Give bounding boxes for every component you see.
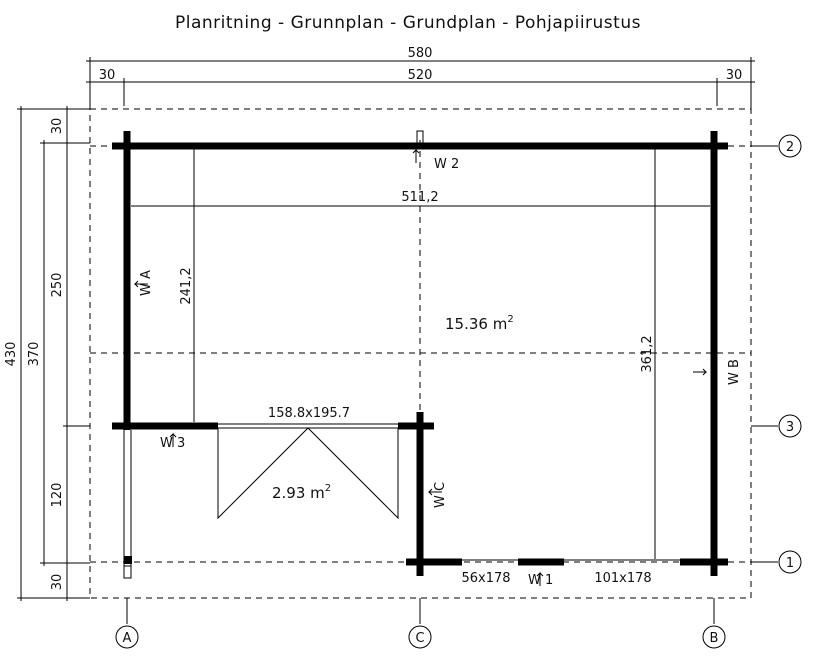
dimension-lines [17, 57, 755, 601]
dim-left-inner: 370 [27, 342, 42, 367]
grid-bubble-a: A [115, 625, 139, 649]
dim-top-total: 580 [408, 46, 433, 61]
label-double-door: 158.8x195.7 [268, 406, 350, 421]
wall-label-wb: W B [727, 359, 742, 385]
dim-left-upper: 250 [50, 273, 65, 298]
area-small-room-unit: 2 [325, 483, 331, 494]
area-main-room-value: 15.36 m [445, 315, 507, 333]
grid-label-3: 3 [786, 420, 794, 435]
dim-top-left: 30 [99, 68, 116, 83]
dim-room-depth-left: 241,2 [179, 267, 194, 304]
inner-lines [123, 130, 710, 579]
wall-label-wa: W A [139, 270, 154, 296]
grid-label-a: A [123, 631, 132, 646]
walls [112, 131, 728, 576]
grid-bubble-1: 1 [778, 550, 802, 574]
grid-label-2: 2 [786, 140, 794, 155]
wall-label-w2: W 2 [434, 157, 459, 172]
grid-bubble-b: B [702, 625, 726, 649]
area-small-room-value: 2.93 m [272, 484, 325, 502]
area-small-room: 2.93 m2 [272, 483, 331, 502]
dim-left-lower: 120 [50, 483, 65, 508]
post-marker [124, 556, 132, 564]
grid-bubble-3: 3 [778, 414, 802, 438]
wall-label-wc: W C [433, 482, 448, 508]
area-main-room: 15.36 m2 [445, 314, 514, 333]
grid-bubble-2: 2 [778, 134, 802, 158]
grid-bubble-c: C [408, 625, 432, 649]
plan-title: Planritning - Grunnplan - Grundplan - Po… [175, 13, 641, 33]
dim-left-bottom: 30 [50, 574, 65, 591]
wall-label-w1: W 1 [528, 573, 553, 588]
dim-top-middle: 520 [408, 68, 433, 83]
area-main-room-unit: 2 [507, 314, 513, 325]
wall-label-w3: W 3 [160, 436, 185, 451]
label-window-left: 56x178 [461, 571, 510, 586]
dim-room-width: 511,2 [401, 190, 438, 205]
grid-label-b: B [710, 631, 719, 646]
dim-left-top: 30 [50, 118, 65, 135]
dim-top-right: 30 [726, 68, 743, 83]
label-window-right: 101x178 [594, 571, 651, 586]
grid-lines [90, 140, 778, 624]
grid-label-c: C [415, 631, 424, 646]
wall-arrow-icons [133, 148, 708, 586]
dim-room-depth-right: 361,2 [640, 335, 655, 372]
outer-boundary [89, 108, 752, 599]
dim-left-total: 430 [4, 342, 19, 367]
grid-label-1: 1 [786, 556, 794, 571]
